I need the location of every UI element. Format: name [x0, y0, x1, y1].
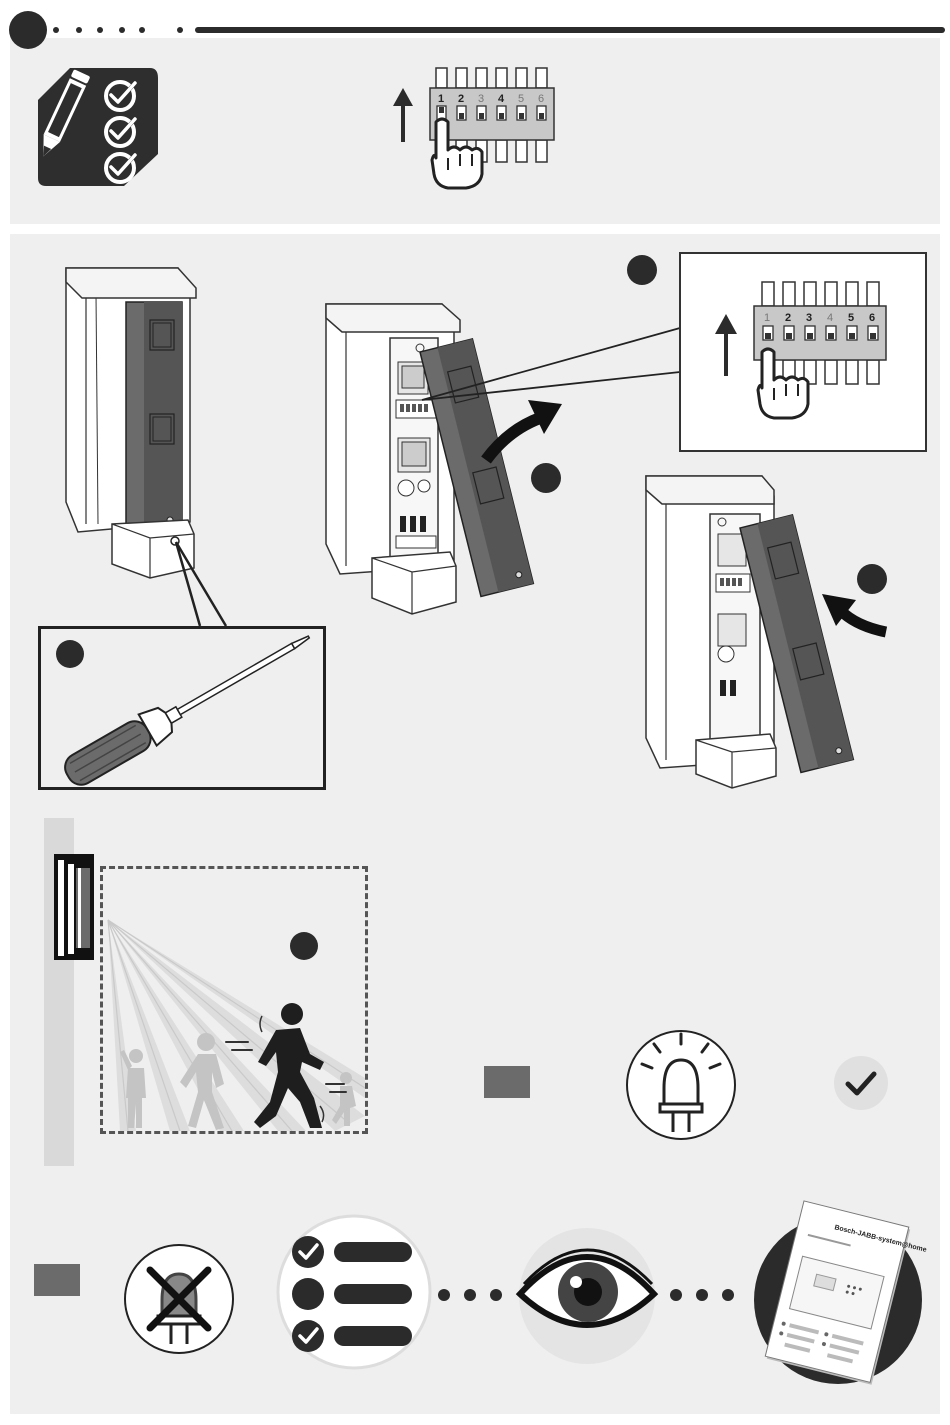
manual-icon: Bosch-JABB-system@home	[748, 1196, 928, 1396]
eye-icon	[512, 1226, 662, 1366]
